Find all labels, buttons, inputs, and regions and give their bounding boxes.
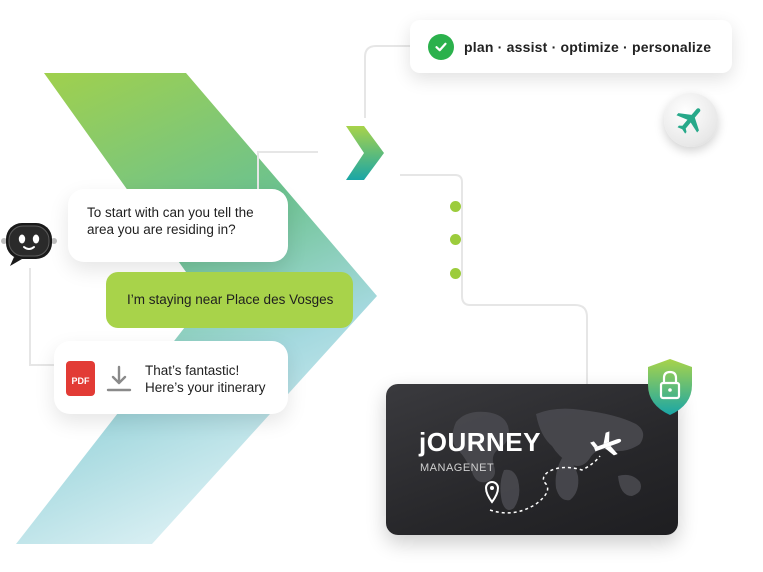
list-item: [450, 229, 479, 249]
user-message-text: I’m staying near Place des Vosges: [127, 292, 334, 307]
bot-reply-line-2: Here’s your itinerary: [145, 380, 266, 395]
bot-message-bubble: To start with can you tell the area you …: [68, 189, 288, 262]
bullet-dot: [450, 267, 461, 279]
big-chevron-shape: [16, 73, 377, 544]
chevron-icon: [346, 126, 384, 180]
world-map: [452, 408, 644, 514]
bullet-dot: [450, 200, 461, 212]
check-icon: [428, 33, 454, 60]
user-message-bubble: I’m staying near Place des Vosges: [106, 272, 353, 328]
bot-reply-line-1: That’s fantastic!: [145, 363, 240, 378]
journey-card: jOURNEY MANAGENET: [386, 384, 678, 535]
robot-icon: [1, 223, 57, 266]
plane-icon: [676, 108, 701, 134]
tagline-pill: plan · assist · optimize · personalize: [410, 20, 732, 73]
chevron-tile: [318, 118, 400, 190]
card-plane-icon: [590, 431, 622, 456]
plane-badge: [664, 93, 718, 147]
list-item: [450, 196, 479, 216]
tagline-text: plan · assist · optimize · personalize: [464, 38, 712, 55]
location-pin-icon: [484, 481, 500, 504]
robot-avatar: [0, 219, 58, 269]
bullet-dot: [450, 233, 461, 245]
list-item: [450, 263, 479, 283]
card-title: jOURNEY: [419, 427, 541, 457]
bot-reply-text: That’s fantastic! Here’s your itinerary: [145, 362, 266, 396]
bot-reply-bubble: PDF That’s fantastic! Here’s your itiner…: [54, 341, 288, 414]
download-icon[interactable]: [105, 364, 133, 394]
bot-message-text: To start with can you tell the area you …: [87, 205, 254, 237]
pdf-icon[interactable]: PDF: [66, 361, 95, 396]
card-subtitle: MANAGENET: [420, 462, 495, 474]
pdf-label: PDF: [71, 376, 90, 386]
lock-icon: [648, 359, 692, 415]
